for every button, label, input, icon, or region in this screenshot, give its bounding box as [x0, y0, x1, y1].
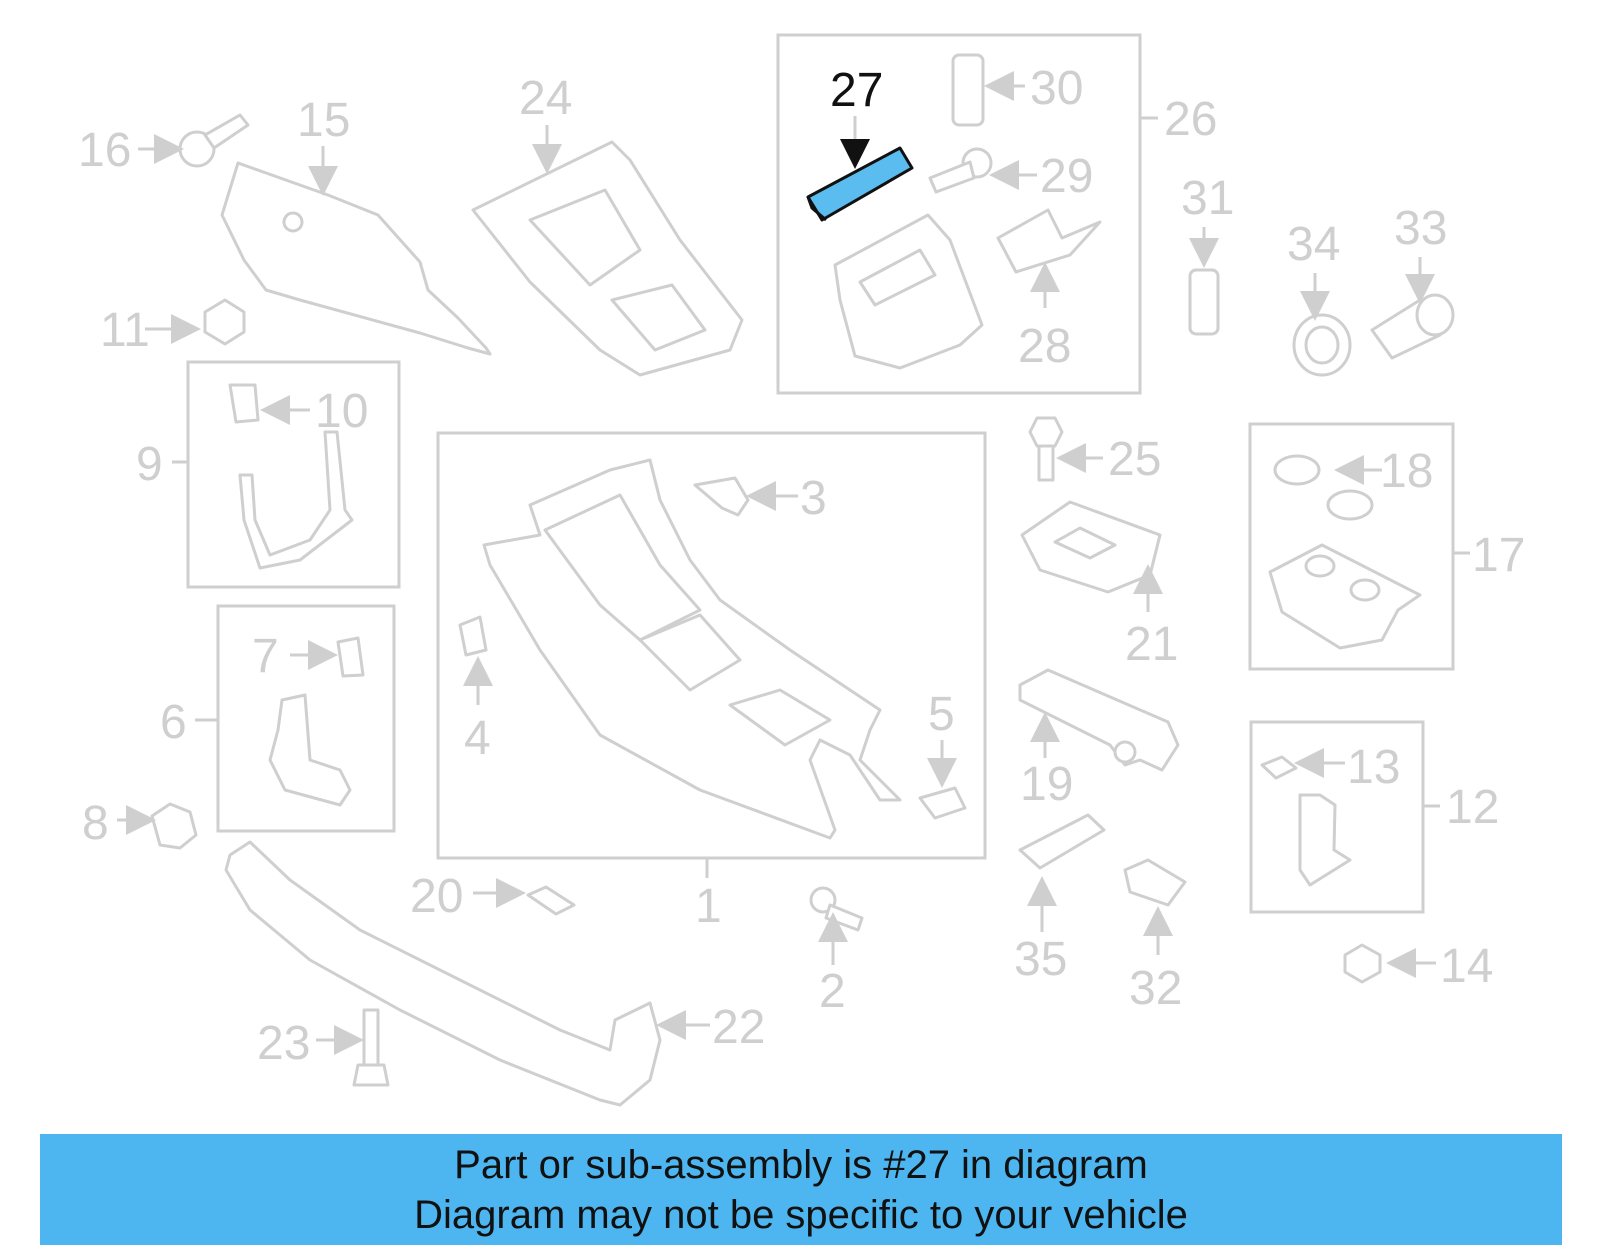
part-35-switch[interactable] — [1018, 813, 1106, 870]
part-16-bolt[interactable] — [178, 113, 250, 168]
group-box-17 — [1248, 422, 1455, 671]
banner-background — [40, 1134, 1562, 1245]
banner-line-2: Diagram may not be specific to your vehi… — [414, 1192, 1188, 1237]
group-box-12 — [1249, 720, 1425, 914]
part-12-bracket[interactable] — [1298, 793, 1352, 887]
part-11-nut[interactable] — [203, 298, 246, 346]
part-19-mat[interactable] — [1018, 668, 1180, 772]
part-5-clip[interactable] — [918, 786, 967, 820]
part-33-socket[interactable] — [1370, 293, 1455, 360]
callout-25: 25 — [1108, 433, 1161, 486]
part-22-brace[interactable] — [224, 840, 662, 1107]
callout-30: 30 — [1030, 62, 1083, 115]
callout-10: 10 — [315, 385, 368, 438]
part-7-clip[interactable] — [336, 636, 365, 678]
banner-line-1: Part or sub-assembly is #27 in diagram — [454, 1142, 1148, 1187]
part-24-console-trim[interactable] — [471, 140, 744, 377]
callout-34: 34 — [1287, 218, 1340, 271]
callout-27: 27 — [830, 64, 883, 117]
callout-3: 3 — [800, 472, 827, 525]
part-29-fastener[interactable] — [928, 147, 993, 194]
callout-13: 13 — [1347, 741, 1400, 794]
part-20-clip[interactable] — [526, 885, 576, 916]
callout-35: 35 — [1014, 933, 1067, 986]
callout-20: 20 — [410, 870, 463, 923]
part-14-nut[interactable] — [1343, 943, 1382, 984]
part-23-bolt[interactable] — [352, 1008, 390, 1087]
part-21-tray[interactable] — [1020, 500, 1162, 594]
callout-5: 5 — [928, 688, 955, 741]
callout-6: 6 — [160, 696, 187, 749]
part-2-bolt[interactable] — [809, 886, 864, 932]
callout-7: 7 — [252, 630, 279, 683]
callout-2: 2 — [819, 965, 846, 1018]
part-32-switch[interactable] — [1123, 858, 1187, 907]
part-4-clip[interactable] — [458, 615, 488, 657]
callout-1: 1 — [695, 880, 722, 933]
part-28-bracket[interactable] — [996, 208, 1102, 274]
part-6-bracket[interactable] — [268, 693, 352, 807]
leader-lines — [117, 71, 1470, 1055]
callout-21: 21 — [1125, 618, 1178, 671]
callout-14: 14 — [1440, 940, 1493, 993]
part-10-clip[interactable] — [228, 383, 260, 424]
part-27-lid-highlighted[interactable] — [806, 146, 914, 222]
part-17-cup-holder[interactable] — [1268, 543, 1422, 650]
part-3-clip[interactable] — [693, 476, 750, 517]
callout-32: 32 — [1129, 962, 1182, 1015]
callout-29: 29 — [1040, 150, 1093, 203]
callout-33: 33 — [1394, 202, 1447, 255]
callout-16: 16 — [78, 124, 131, 177]
callout-23: 23 — [257, 1017, 310, 1070]
callout-15: 15 — [297, 94, 350, 147]
part-13-clip[interactable] — [1260, 755, 1298, 780]
callout-11: 11 — [100, 304, 150, 357]
callout-19: 19 — [1020, 758, 1073, 811]
callout-9: 9 — [136, 438, 163, 491]
info-banner: Part or sub-assembly is #27 in diagram D… — [40, 1134, 1562, 1245]
part-15-side-panel[interactable] — [220, 161, 492, 356]
callout-24: 24 — [519, 72, 572, 125]
callout-8: 8 — [82, 797, 109, 850]
part-1-center-console[interactable] — [482, 458, 902, 840]
group-box-26 — [776, 33, 1142, 395]
callout-26: 26 — [1164, 93, 1217, 146]
callout-12: 12 — [1446, 781, 1499, 834]
part-25-bolt[interactable] — [1028, 416, 1064, 482]
part-26-bracket[interactable] — [833, 213, 984, 370]
part-18-mat[interactable] — [1273, 454, 1374, 521]
callout-17: 17 — [1472, 529, 1525, 582]
group-box-9 — [186, 360, 401, 589]
part-31-clip[interactable] — [1188, 268, 1220, 336]
callout-numbers: 16 15 11 24 27 30 29 26 28 31 34 33 10 9… — [78, 62, 1525, 1070]
part-34-ring[interactable] — [1292, 313, 1352, 377]
callout-31: 31 — [1181, 172, 1234, 225]
part-30-clip[interactable] — [951, 53, 985, 127]
part-9-bracket[interactable] — [238, 430, 354, 570]
callout-22: 22 — [712, 1001, 765, 1054]
callout-4: 4 — [464, 712, 491, 765]
callout-28: 28 — [1018, 320, 1071, 373]
group-box-1 — [436, 431, 987, 860]
part-8-nut[interactable] — [150, 802, 198, 850]
callout-18: 18 — [1380, 445, 1433, 498]
